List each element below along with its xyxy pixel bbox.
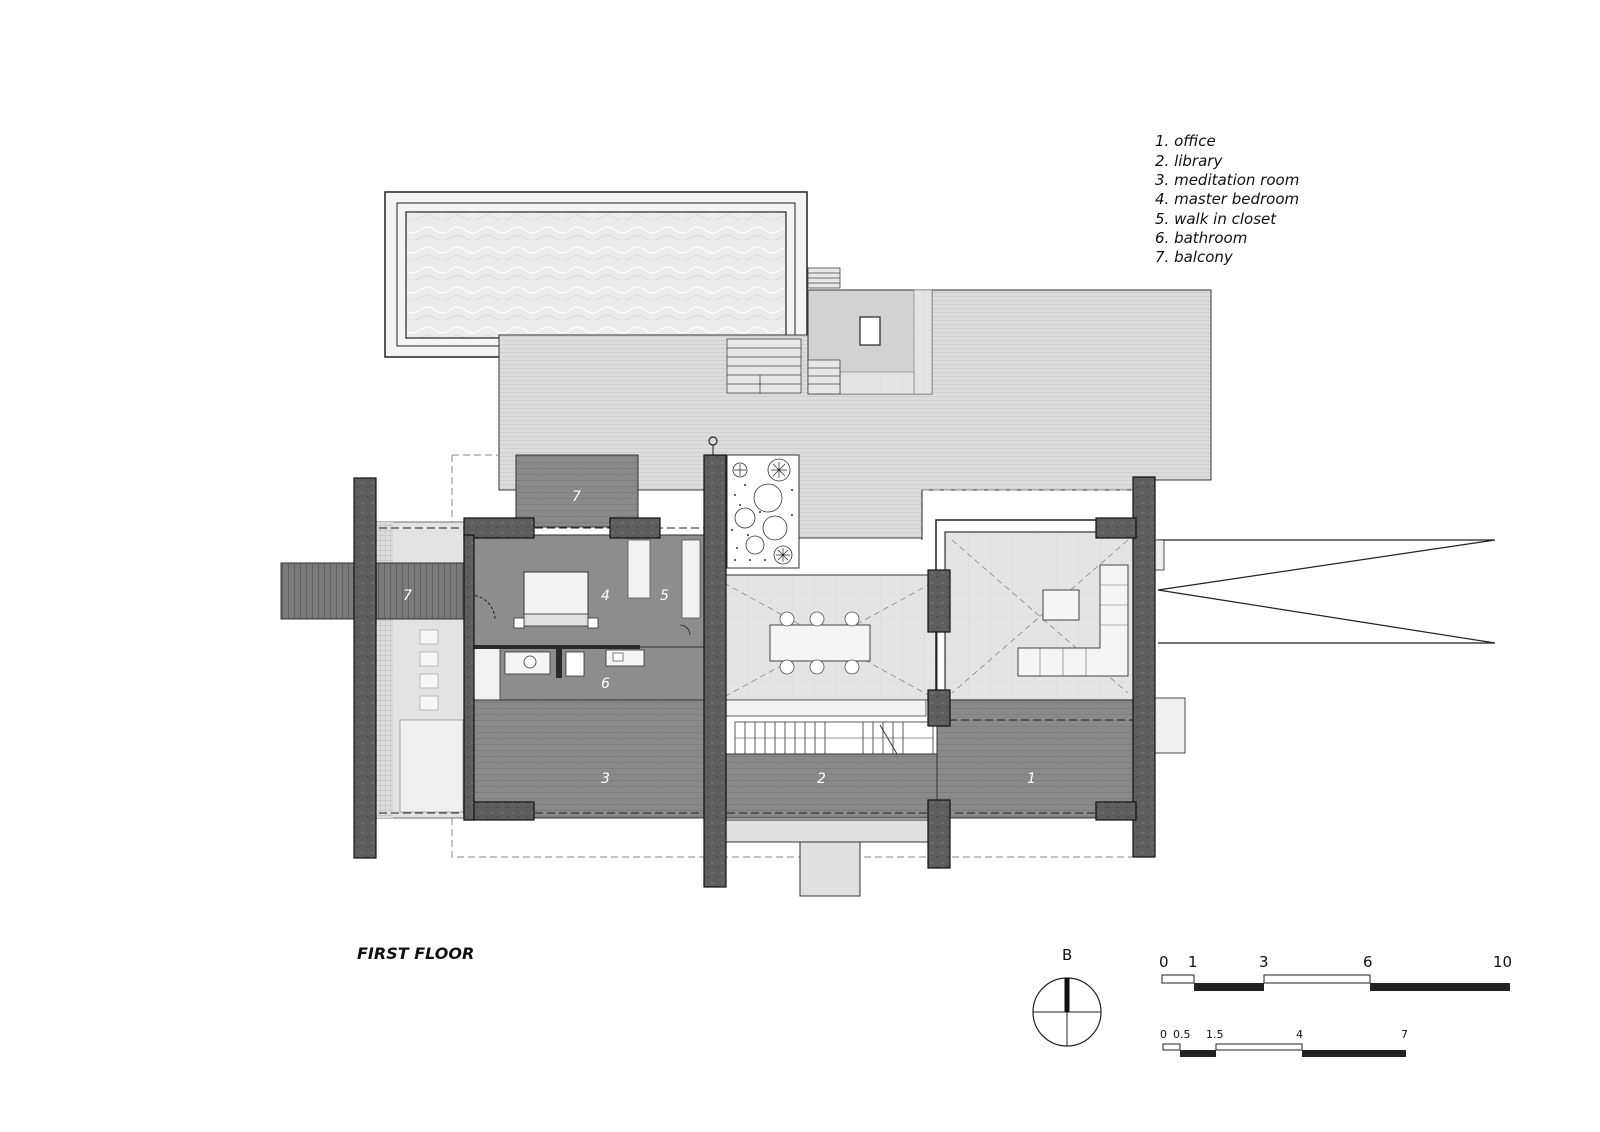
- legend-item-balcony: 7. balcony: [1155, 248, 1234, 266]
- balcony-top: [515, 454, 639, 528]
- pool: [384, 191, 808, 358]
- legend-item-library: 2. library: [1155, 152, 1223, 170]
- scale1-tick-0: 0: [1159, 953, 1169, 971]
- label-library: 2: [817, 771, 826, 787]
- floor-title: FIRST FLOOR: [357, 944, 474, 963]
- upper-dashed-outline: [367, 490, 1138, 814]
- living-area: [935, 519, 1139, 703]
- north-arrow: B: [1032, 946, 1102, 1047]
- label-balcony-left: 7: [403, 588, 412, 604]
- legend-item-meditation-room: 3. meditation room: [1155, 171, 1299, 189]
- courtyard-garden: [708, 436, 800, 569]
- north-label: B: [1062, 946, 1072, 964]
- label-balcony-top: 7: [572, 489, 581, 505]
- scale-bar-1: 0 1 3 6 10: [1159, 953, 1512, 991]
- scale1-tick-1: 1: [1188, 953, 1198, 971]
- room-labels: 7 7 4 5 6 3 2 1: [403, 489, 1036, 787]
- library-upper: [704, 574, 938, 717]
- scale-bar-2: 0 0.5 1.5 4 7: [1160, 1028, 1408, 1057]
- scale2-tick-0-5: 0.5: [1173, 1028, 1191, 1041]
- meditation-room: [469, 699, 706, 819]
- label-master-bedroom: 4: [601, 588, 610, 604]
- scale2-tick-0: 0: [1160, 1028, 1167, 1041]
- roof-terrace: [498, 267, 1212, 539]
- scale1-tick-3: 3: [1259, 953, 1269, 971]
- office: [936, 699, 1136, 819]
- legend-item-bathroom: 6. bathroom: [1155, 229, 1247, 247]
- label-walk-in-closet: 5: [660, 588, 669, 604]
- library: [704, 753, 938, 819]
- east-projection: [1149, 539, 1496, 754]
- legend-item-walk-in-closet: 5. walk in closet: [1155, 210, 1277, 228]
- bottom-steps: [725, 819, 937, 897]
- library-staircase: [734, 721, 934, 755]
- scale2-tick-7: 7: [1401, 1028, 1408, 1041]
- terrace-stairs: [726, 267, 841, 395]
- scale2-tick-4: 4: [1296, 1028, 1303, 1041]
- legend-item-office: 1. office: [1155, 132, 1216, 150]
- legend-item-master-bedroom: 4. master bedroom: [1155, 190, 1299, 208]
- scale1-tick-6: 6: [1363, 953, 1373, 971]
- scale1-tick-10: 10: [1493, 953, 1512, 971]
- label-meditation-room: 3: [601, 771, 610, 787]
- label-office: 1: [1027, 771, 1036, 787]
- legend: 1. office 2. library 3. meditation room …: [1155, 132, 1299, 266]
- stone-walls: [353, 454, 1156, 888]
- label-bathroom: 6: [601, 676, 610, 692]
- scale2-tick-1-5: 1.5: [1206, 1028, 1224, 1041]
